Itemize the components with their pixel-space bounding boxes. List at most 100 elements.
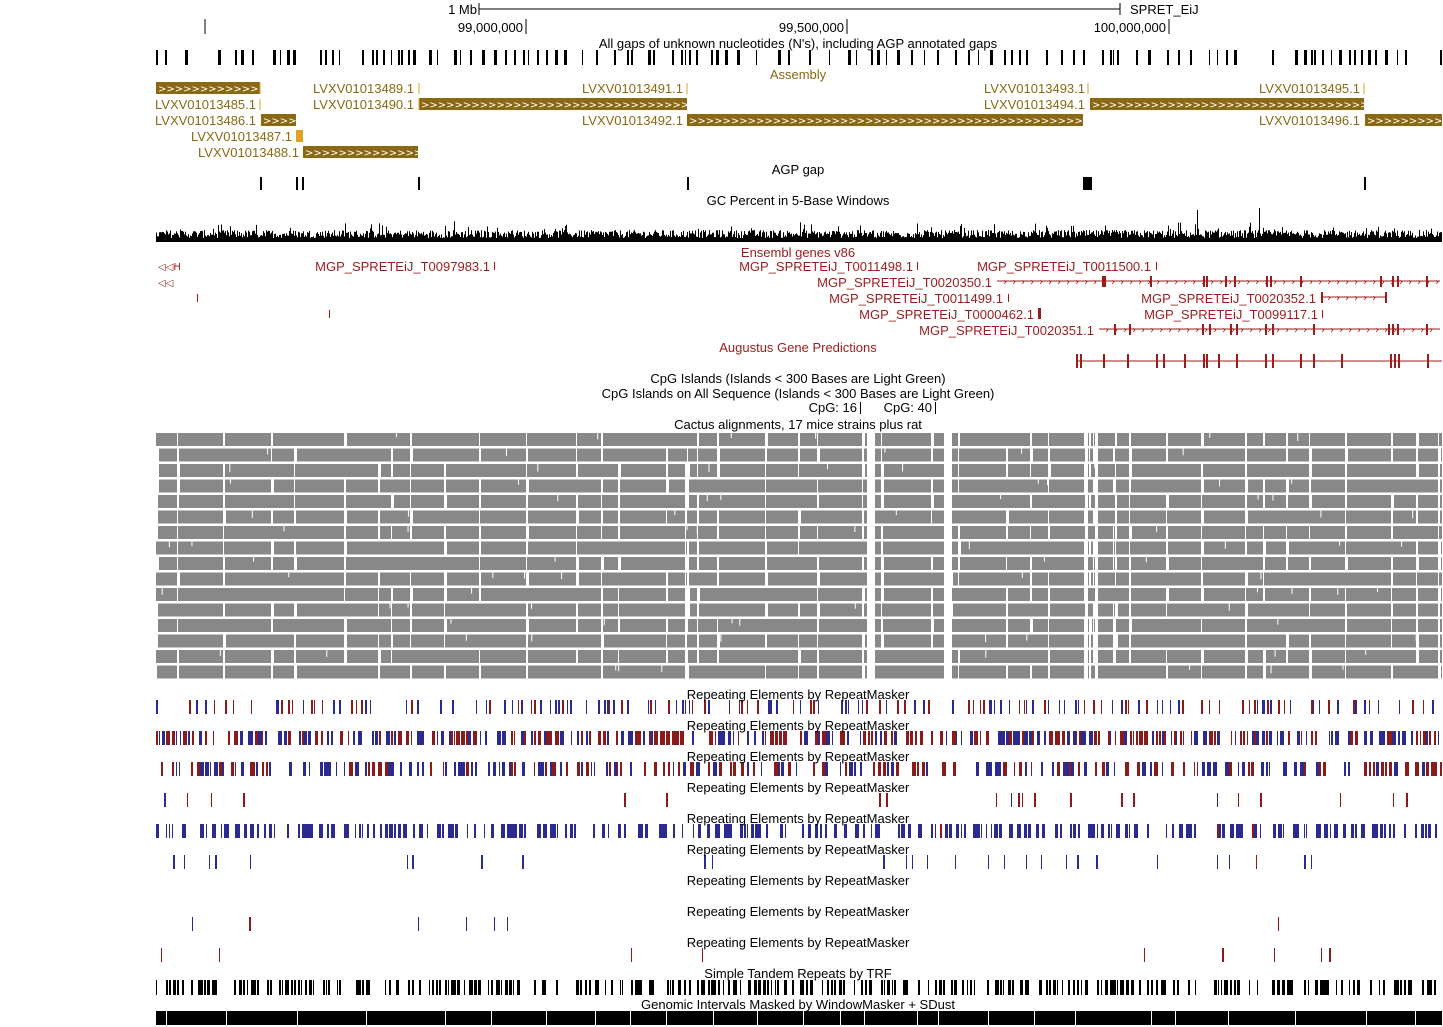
- ensembl-gene-label[interactable]: MGP_SPRETEiJ_T0000462.1: [859, 307, 1034, 322]
- repeatmasker-track-title[interactable]: Repeating Elements by RepeatMasker: [686, 935, 910, 950]
- repeatmasker-track[interactable]: [156, 731, 1439, 745]
- repeatmasker-track[interactable]: [161, 917, 1322, 962]
- repeatmasker-track[interactable]: [192, 917, 251, 931]
- svg-text:›: ›: [1237, 277, 1241, 288]
- svg-text:›: ›: [1249, 325, 1253, 336]
- augustus-track[interactable]: [1076, 354, 1442, 368]
- repeatmasker-track-title[interactable]: Repeating Elements by RepeatMasker: [686, 811, 910, 826]
- assembly-item-label[interactable]: LVXV01013493.1: [984, 81, 1085, 96]
- assembly-track-title[interactable]: Assembly: [769, 67, 827, 82]
- ruler-tick-label: 99,500,000: [778, 20, 844, 35]
- ensembl-gene-label[interactable]: MGP_SPRETEiJ_T0020350.1: [817, 275, 992, 290]
- assembly-item-label[interactable]: LVXV01013489.1: [313, 81, 414, 96]
- cactus-track-title[interactable]: Cactus alignments, 17 mice strains plus …: [674, 417, 922, 432]
- svg-text:›: ›: [1105, 325, 1109, 336]
- svg-text:›: ›: [1003, 277, 1007, 288]
- cactus-alignment-track[interactable]: [156, 430, 1442, 687]
- svg-text:›: ›: [1120, 277, 1124, 288]
- repeatmasker-track[interactable]: [173, 855, 1312, 869]
- svg-text:›: ›: [1039, 277, 1043, 288]
- svg-text:›: ›: [1168, 325, 1172, 336]
- trf-track-title[interactable]: Simple Tandem Repeats by TRF: [704, 966, 892, 981]
- assembly-item-label[interactable]: LVXV01013486.1: [155, 113, 256, 128]
- repeatmasker-track[interactable]: [161, 762, 1442, 776]
- ensembl-gene-label[interactable]: MGP_SPRETEiJ_T0020352.1: [1141, 291, 1316, 306]
- ensembl-gene-label[interactable]: MGP_SPRETEiJ_T0020351.1: [919, 323, 1094, 338]
- svg-text:›: ›: [1084, 277, 1088, 288]
- cpg-item-label[interactable]: CpG: 40: [883, 400, 932, 415]
- svg-text:›: ›: [1132, 325, 1136, 336]
- gap-track-title[interactable]: All gaps of unknown nucleotides (N's), i…: [598, 36, 998, 51]
- ensembl-gene-label[interactable]: MGP_SPRETEiJ_T0099117.1: [1144, 307, 1318, 322]
- assembly-item-label[interactable]: LVXV01013490.1: [313, 97, 414, 112]
- repeatmasker-track[interactable]: [156, 700, 1434, 714]
- svg-text:›: ›: [1321, 325, 1325, 336]
- svg-text:›: ›: [1363, 293, 1367, 304]
- repeatmasker-track-title[interactable]: Repeating Elements by RepeatMasker: [686, 842, 910, 857]
- gc-percent-track[interactable]: [156, 208, 1442, 242]
- svg-text:›: ›: [1111, 277, 1115, 288]
- repeatmasker-track[interactable]: [164, 793, 1408, 807]
- ensembl-track-title[interactable]: Ensembl genes v86: [740, 245, 856, 260]
- assembly-item-label[interactable]: LVXV01013494.1: [984, 97, 1085, 112]
- svg-text:›: ›: [1141, 325, 1145, 336]
- assembly-item-label[interactable]: LVXV01013491.1: [582, 81, 683, 96]
- svg-text:›: ›: [1285, 325, 1289, 336]
- repeatmasker-track-title[interactable]: Repeating Elements by RepeatMasker: [686, 780, 910, 795]
- ensembl-gene-label[interactable]: MGP_SPRETEiJ_T0011500.1: [977, 259, 1151, 274]
- svg-text:›: ›: [1186, 325, 1190, 336]
- repeatmasker-track-title[interactable]: Repeating Elements by RepeatMasker: [686, 687, 910, 702]
- svg-text:›: ›: [1282, 277, 1286, 288]
- agp-gap-track[interactable]: [260, 177, 1366, 190]
- cpg-track[interactable]: [860, 402, 936, 414]
- svg-text:›: ›: [1393, 325, 1397, 336]
- svg-text:›: ›: [1195, 325, 1199, 336]
- trf-track[interactable]: [156, 980, 1436, 995]
- svg-text:›: ›: [1348, 325, 1352, 336]
- svg-text:›: ›: [1123, 325, 1127, 336]
- svg-text:›: ›: [1303, 325, 1307, 336]
- svg-text:>>>>>>>>>>>>>>>>>>>>>>>>>>>>>>: >>>>>>>>>>>>>>>>>>>>>>>>>>>>>>>>>>>>>>>>…: [689, 116, 1234, 127]
- svg-text:›: ›: [1366, 325, 1370, 336]
- repeatmasker-track[interactable]: [156, 824, 1437, 838]
- svg-text:›: ›: [1174, 277, 1178, 288]
- assembly-item-label[interactable]: LVXV01013492.1: [582, 113, 683, 128]
- gap-track[interactable]: [156, 50, 1442, 65]
- svg-text:›: ›: [1156, 277, 1160, 288]
- repeatmasker-track-title[interactable]: Repeating Elements by RepeatMasker: [686, 873, 910, 888]
- cpg-all-track-title[interactable]: CpG Islands on All Sequence (Islands < 3…: [601, 386, 995, 401]
- assembly-item-label[interactable]: LVXV01013496.1: [1259, 113, 1360, 128]
- windowmasker-track-title[interactable]: Genomic Intervals Masked by WindowMasker…: [641, 997, 955, 1012]
- ensembl-track[interactable]: ››››››››››››››››››››››››››››››››››››››››…: [158, 262, 1440, 336]
- svg-text:›: ›: [1012, 277, 1016, 288]
- repeatmasker-track-title[interactable]: Repeating Elements by RepeatMasker: [686, 904, 910, 919]
- repeatmasker-track-title[interactable]: Repeating Elements by RepeatMasker: [686, 718, 910, 733]
- assembly-track[interactable]: >>>>>>>>>>>>>>>>>>>>>>>>>>>>>>>>>>>>>>>>…: [156, 82, 1443, 159]
- svg-text:>>>>>: >>>>>: [263, 116, 305, 127]
- assembly-item-label[interactable]: LVXV01013487.1: [191, 129, 292, 144]
- cpg-track-title[interactable]: CpG Islands (Islands < 300 Bases are Lig…: [650, 371, 946, 386]
- svg-text:>>>>>>>>>>>>>>>>>>>>>>>>>>>>>>: >>>>>>>>>>>>>>>>>>>>>>>>>>>>>>>>>>>>>>>>…: [421, 100, 790, 111]
- agp-gap-track-title[interactable]: AGP gap: [771, 162, 825, 177]
- svg-text:›: ›: [1258, 325, 1262, 336]
- windowmasker-track[interactable]: [156, 1011, 1442, 1025]
- svg-text:›: ›: [1375, 325, 1379, 336]
- ruler[interactable]: [204, 3, 1170, 34]
- ensembl-gene-label[interactable]: MGP_SPRETEiJ_T0097983.1: [315, 259, 490, 274]
- assembly-item-label[interactable]: LVXV01013485.1: [155, 97, 256, 112]
- svg-text:›: ›: [1354, 277, 1358, 288]
- svg-text:›: ›: [1057, 277, 1061, 288]
- gc-percent-track-title[interactable]: GC Percent in 5-Base Windows: [706, 193, 890, 208]
- svg-text:>>>>>>>>>>>>: >>>>>>>>>>>>: [1367, 116, 1443, 127]
- ensembl-gene-label[interactable]: MGP_SPRETEiJ_T0011498.1: [739, 259, 913, 274]
- cpg-item-label[interactable]: CpG: 16: [808, 400, 857, 415]
- svg-text:›: ›: [1075, 277, 1079, 288]
- ensembl-gene-label[interactable]: MGP_SPRETEiJ_T0011499.1: [829, 291, 1003, 306]
- assembly-item-label[interactable]: LVXV01013488.1: [198, 145, 299, 160]
- augustus-track-title[interactable]: Augustus Gene Predictions: [719, 340, 877, 355]
- repeatmasker-track[interactable]: [702, 948, 1331, 962]
- assembly-item-label[interactable]: LVXV01013495.1: [1259, 81, 1360, 96]
- repeatmasker-track-title[interactable]: Repeating Elements by RepeatMasker: [686, 749, 910, 764]
